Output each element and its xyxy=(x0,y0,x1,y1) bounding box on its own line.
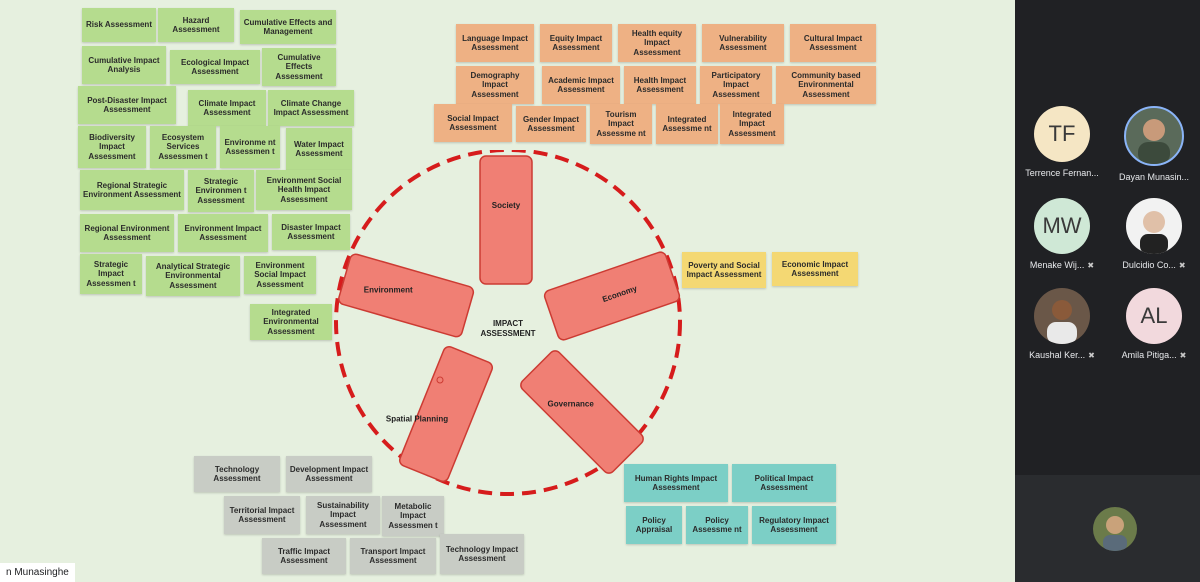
sticky-note[interactable]: Sustainability Impact Assessment xyxy=(306,496,380,534)
sticky-note[interactable]: Policy Assessme nt xyxy=(686,506,748,544)
sticky-note[interactable]: Climate Change Impact Assessment xyxy=(268,90,354,126)
petal-label: Environment xyxy=(364,285,413,294)
cursor-dot xyxy=(436,376,444,384)
sticky-note[interactable]: Environme nt Assessmen t xyxy=(220,126,280,168)
sticky-note[interactable]: Territorial Impact Assessment xyxy=(224,496,300,534)
sticky-note[interactable]: Economic Impact Assessment xyxy=(772,252,858,286)
petal-economy[interactable]: Economy xyxy=(543,251,681,342)
sticky-note[interactable]: Demography Impact Assessment xyxy=(456,66,534,104)
impact-assessment-diagram: Society Economy Governance Spatial Plann… xyxy=(334,150,682,496)
participant-tile[interactable]: AL Amila Pitiga...✖ xyxy=(1109,288,1199,360)
sticky-note[interactable]: Tourism Impact Assessme nt xyxy=(590,104,652,144)
sticky-note[interactable]: Regional Environment Assessment xyxy=(80,214,174,252)
sticky-note[interactable]: Ecological Impact Assessment xyxy=(170,50,260,84)
sticky-note[interactable]: Risk Assessment xyxy=(82,8,156,42)
sticky-note[interactable]: Integrated Impact Assessment xyxy=(720,104,784,144)
sticky-note[interactable]: Environment Impact Assessment xyxy=(178,214,268,252)
dashed-boundary-circle xyxy=(334,150,682,496)
sticky-note[interactable]: Environment Social Impact Assessment xyxy=(244,256,316,294)
petal-environment[interactable]: Environment xyxy=(337,253,475,338)
mic-muted-icon: ✖ xyxy=(1088,350,1095,360)
sticky-note[interactable]: Transport Impact Assessment xyxy=(350,538,436,574)
petal-label: Society xyxy=(492,201,521,210)
participant-tile[interactable]: Dulcidio Co...✖ xyxy=(1109,198,1199,270)
sticky-note[interactable]: Metabolic Impact Assessmen t xyxy=(382,496,444,536)
sticky-note[interactable]: Gender Impact Assessment xyxy=(516,106,586,142)
petal-society[interactable]: Society xyxy=(479,155,533,285)
avatar: MW xyxy=(1034,198,1090,254)
avatar: TF xyxy=(1034,106,1090,162)
participant-name: Kaushal Ker... xyxy=(1029,350,1086,360)
sticky-note[interactable]: Strategic Impact Assessmen t xyxy=(80,254,142,294)
sticky-note[interactable]: Hazard Assessment xyxy=(158,8,234,42)
sticky-note[interactable]: Ecosystem Services Assessmen t xyxy=(150,126,216,168)
sticky-note[interactable]: Community based Environmental Assessment xyxy=(776,66,876,104)
sticky-note[interactable]: Cultural Impact Assessment xyxy=(790,24,876,62)
sticky-note[interactable]: Biodiversity Impact Assessment xyxy=(78,126,146,168)
petal-label: Governance xyxy=(548,399,595,408)
sticky-note[interactable]: Participatory Impact Assessment xyxy=(700,66,772,104)
participant-tile[interactable]: TF Terrence Fernan... xyxy=(1017,106,1107,178)
participant-name: Terrence Fernan... xyxy=(1025,168,1099,178)
participant-name: Dayan Munasin... xyxy=(1118,172,1190,182)
center-label: IMPACT ASSESSMENT xyxy=(480,319,536,338)
sticky-note[interactable]: Analytical Strategic Environmental Asses… xyxy=(146,256,240,296)
sticky-note[interactable]: Post-Disaster Impact Assessment xyxy=(78,86,176,124)
avatar xyxy=(1124,106,1184,166)
sticky-note[interactable]: Vulnerability Assessment xyxy=(702,24,784,62)
participant-name: Dulcidio Co... xyxy=(1122,260,1176,270)
sticky-note[interactable]: Traffic Impact Assessment xyxy=(262,538,346,574)
avatar: AL xyxy=(1126,288,1182,344)
whiteboard: Risk Assessment Hazard Assessment Cumula… xyxy=(0,0,1015,582)
avatar xyxy=(1093,507,1137,551)
sticky-note[interactable]: Regulatory Impact Assessment xyxy=(752,506,836,544)
petal-spatial-planning[interactable]: Spatial Planning xyxy=(371,334,494,483)
sticky-note[interactable]: Regional Strategic Environment Assessmen… xyxy=(80,170,184,210)
sticky-note[interactable]: Strategic Environmen t Assessment xyxy=(188,170,254,212)
sticky-note[interactable]: Cumulative Effects and Management xyxy=(240,10,336,44)
avatar xyxy=(1126,198,1182,254)
sticky-note[interactable]: Integrated Assessme nt xyxy=(656,104,718,144)
sticky-note[interactable]: Climate Impact Assessment xyxy=(188,90,266,126)
sticky-note[interactable]: Environment Social Health Impact Assessm… xyxy=(256,170,352,210)
petal-governance[interactable]: Governance xyxy=(518,348,645,475)
sticky-note[interactable]: Cumulative Effects Assessment xyxy=(262,48,336,86)
self-view-tile[interactable] xyxy=(1015,475,1200,582)
sticky-note[interactable]: Integrated Environmental Assessment xyxy=(250,304,332,340)
sticky-note[interactable]: Political Impact Assessment xyxy=(732,464,836,502)
sticky-note[interactable]: Academic Impact Assessment xyxy=(542,66,620,104)
sticky-note[interactable]: Technology Impact Assessment xyxy=(440,534,524,574)
participant-tile[interactable]: MW Menake Wij...✖ xyxy=(1017,198,1107,270)
sticky-note[interactable]: Human Rights Impact Assessment xyxy=(624,464,728,502)
sticky-note[interactable]: Water Impact Assessment xyxy=(286,128,352,170)
petal-label: Spatial Planning xyxy=(386,415,448,424)
participant-tile[interactable]: Kaushal Ker...✖ xyxy=(1017,288,1107,360)
sticky-note[interactable]: Health Impact Assessment xyxy=(624,66,696,104)
participant-tile[interactable]: Dayan Munasin... xyxy=(1109,106,1199,182)
sticky-note[interactable]: Technology Assessment xyxy=(194,456,280,492)
sticky-note[interactable]: Poverty and Social Impact Assessment xyxy=(682,252,766,288)
sticky-note[interactable]: Cumulative Impact Analysis xyxy=(82,46,166,84)
sticky-note[interactable]: Social Impact Assessment xyxy=(434,104,512,142)
sticky-note[interactable]: Disaster Impact Assessment xyxy=(272,214,350,250)
sticky-note[interactable]: Policy Appraisal xyxy=(626,506,682,544)
sticky-note[interactable]: Language Impact Assessment xyxy=(456,24,534,62)
presenter-name-tag: n Munasinghe xyxy=(0,563,75,582)
mic-muted-icon: ✖ xyxy=(1179,350,1187,360)
sticky-note[interactable]: Health equity Impact Assessment xyxy=(618,24,696,62)
mic-muted-icon: ✖ xyxy=(1178,260,1186,270)
participant-name: Menake Wij... xyxy=(1029,260,1085,270)
participant-name: Amila Pitiga... xyxy=(1121,350,1177,360)
mic-muted-icon: ✖ xyxy=(1087,260,1095,270)
sticky-note[interactable]: Equity Impact Assessment xyxy=(540,24,612,62)
sticky-note[interactable]: Development Impact Assessment xyxy=(286,456,372,492)
avatar xyxy=(1034,288,1090,344)
